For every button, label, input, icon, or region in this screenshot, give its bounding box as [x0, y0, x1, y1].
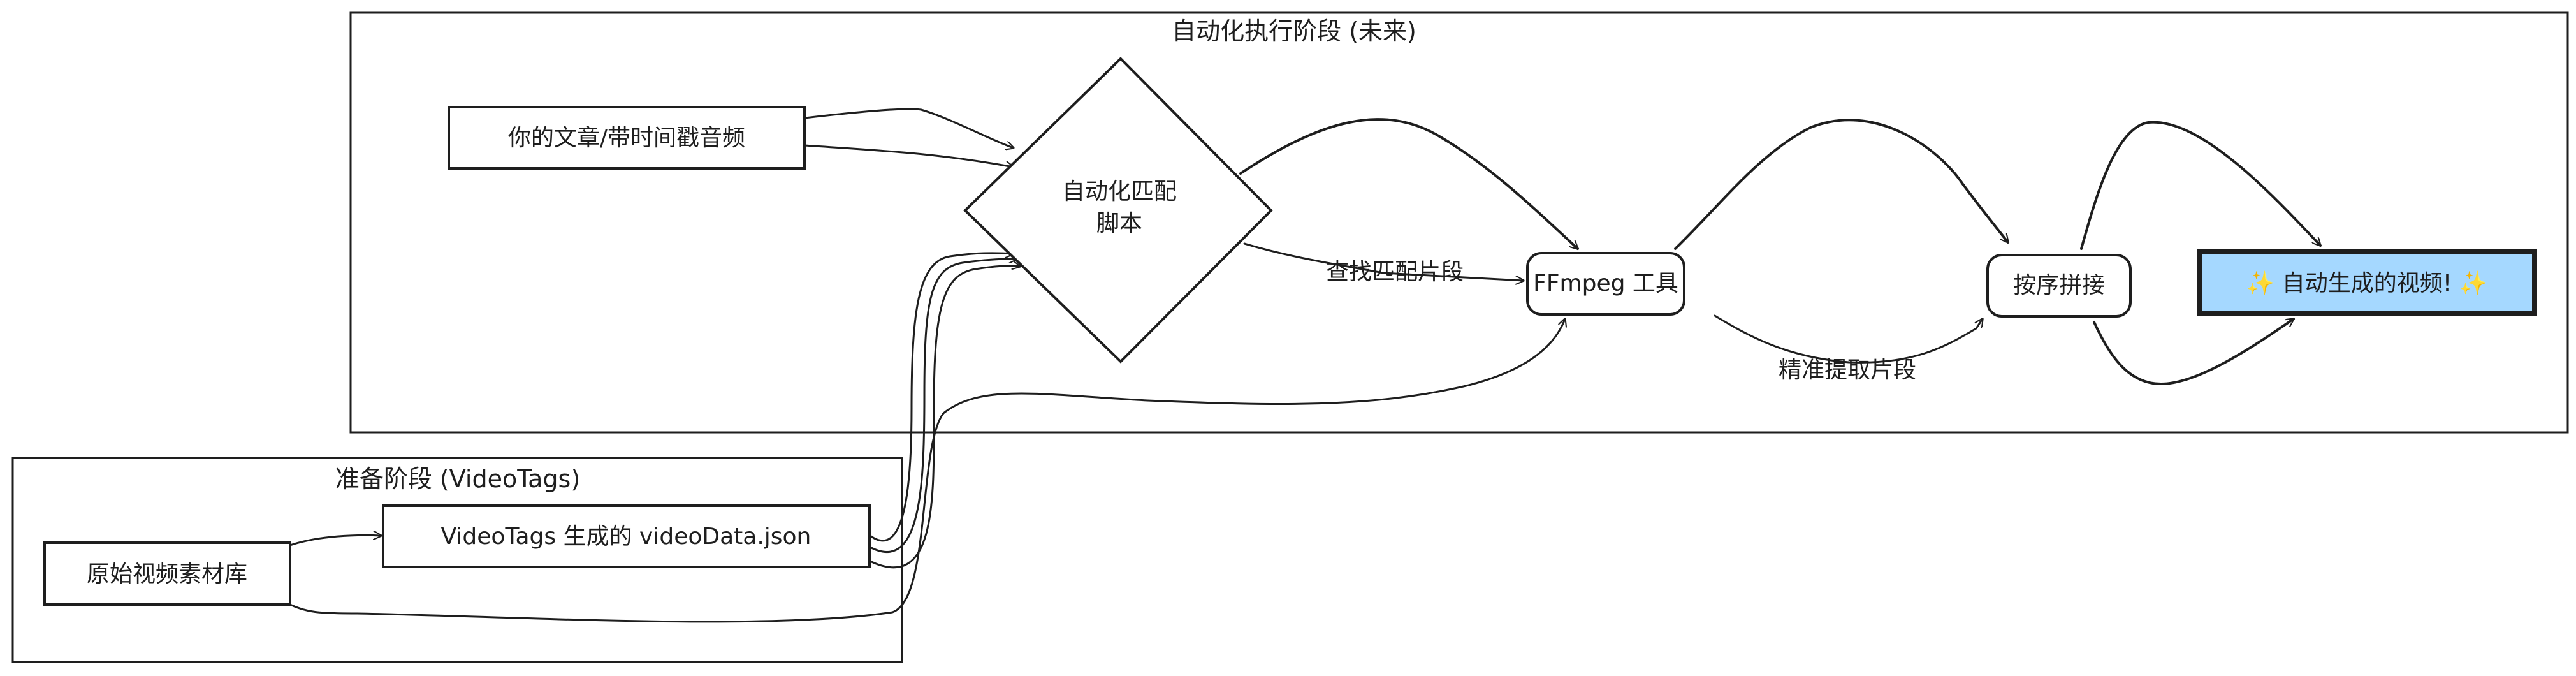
- matching-script-diamond: [963, 57, 1273, 364]
- node-videodata-json: VideoTags 生成的 videoData.json: [382, 504, 871, 568]
- concat-box: [1986, 254, 2132, 318]
- video-library-box: [43, 541, 291, 606]
- node-output-video: ✨ 自动生成的视频! ✨: [2197, 249, 2537, 316]
- videodata-json-box: [382, 504, 871, 568]
- node-video-library: 原始视频素材库: [43, 541, 291, 606]
- arrow-library-to-videodata: [289, 535, 381, 547]
- arrow-videodata-to-script-c: [869, 266, 1020, 569]
- arrow-script-to-ffmpeg-find: [1243, 242, 1524, 281]
- exec-stage-group: 自动化执行阶段 (未来): [349, 11, 2569, 434]
- arrow-ffmpeg-to-concat-extract: [1714, 314, 1983, 364]
- output-video-label: ✨ 自动生成的视频! ✨: [2246, 270, 2488, 297]
- ffmpeg-box: [1526, 252, 1685, 316]
- edge-label-find-clips: 查找匹配片段: [1326, 259, 1464, 285]
- arrow-concat-to-output-bottom: [2093, 318, 2294, 385]
- video-library-label: 原始视频素材库: [87, 561, 247, 587]
- concat-label: 按序拼接: [2013, 272, 2105, 298]
- matching-script-label-line1: 自动化匹配: [1062, 179, 1177, 205]
- edges: 查找匹配片段 精准提取片段: [289, 108, 2320, 623]
- arrow-videodata-to-script-b: [869, 259, 1018, 553]
- edge-label-extract-clips: 精准提取片段: [1779, 357, 1916, 383]
- article-label: 你的文章/带时间戳音频: [508, 125, 745, 151]
- arrow-ffmpeg-to-concat: [1674, 119, 2009, 250]
- node-ffmpeg: FFmpeg 工具: [1526, 252, 1685, 316]
- ffmpeg-label: FFmpeg 工具: [1533, 270, 1678, 297]
- node-article: 你的文章/带时间戳音频: [448, 106, 806, 170]
- article-box: [448, 106, 806, 170]
- arrow-library-to-ffmpeg: [289, 319, 1565, 623]
- output-video-box: [2197, 249, 2537, 316]
- prep-stage-title: 准备阶段 (VideoTags): [335, 465, 580, 493]
- arrow-article-to-script: [803, 108, 1014, 148]
- node-matching-script: 自动化匹配 脚本: [963, 57, 1273, 364]
- matching-script-label-line2: 脚本: [1096, 210, 1142, 237]
- exec-stage-frame: [349, 11, 2569, 434]
- prep-stage-frame: [11, 457, 903, 663]
- arrow-concat-to-output-top: [2080, 121, 2320, 250]
- videodata-json-label: VideoTags 生成的 videoData.json: [441, 524, 811, 550]
- prep-stage-group: 准备阶段 (VideoTags): [11, 457, 903, 663]
- node-concat: 按序拼接: [1986, 254, 2132, 318]
- arrow-script-to-ffmpeg-curve: [1239, 118, 1578, 250]
- arrow-videodata-to-script-a: [869, 253, 1014, 542]
- arrow-article-to-script-2: [803, 144, 1014, 167]
- exec-stage-title: 自动化执行阶段 (未来): [1172, 17, 1416, 45]
